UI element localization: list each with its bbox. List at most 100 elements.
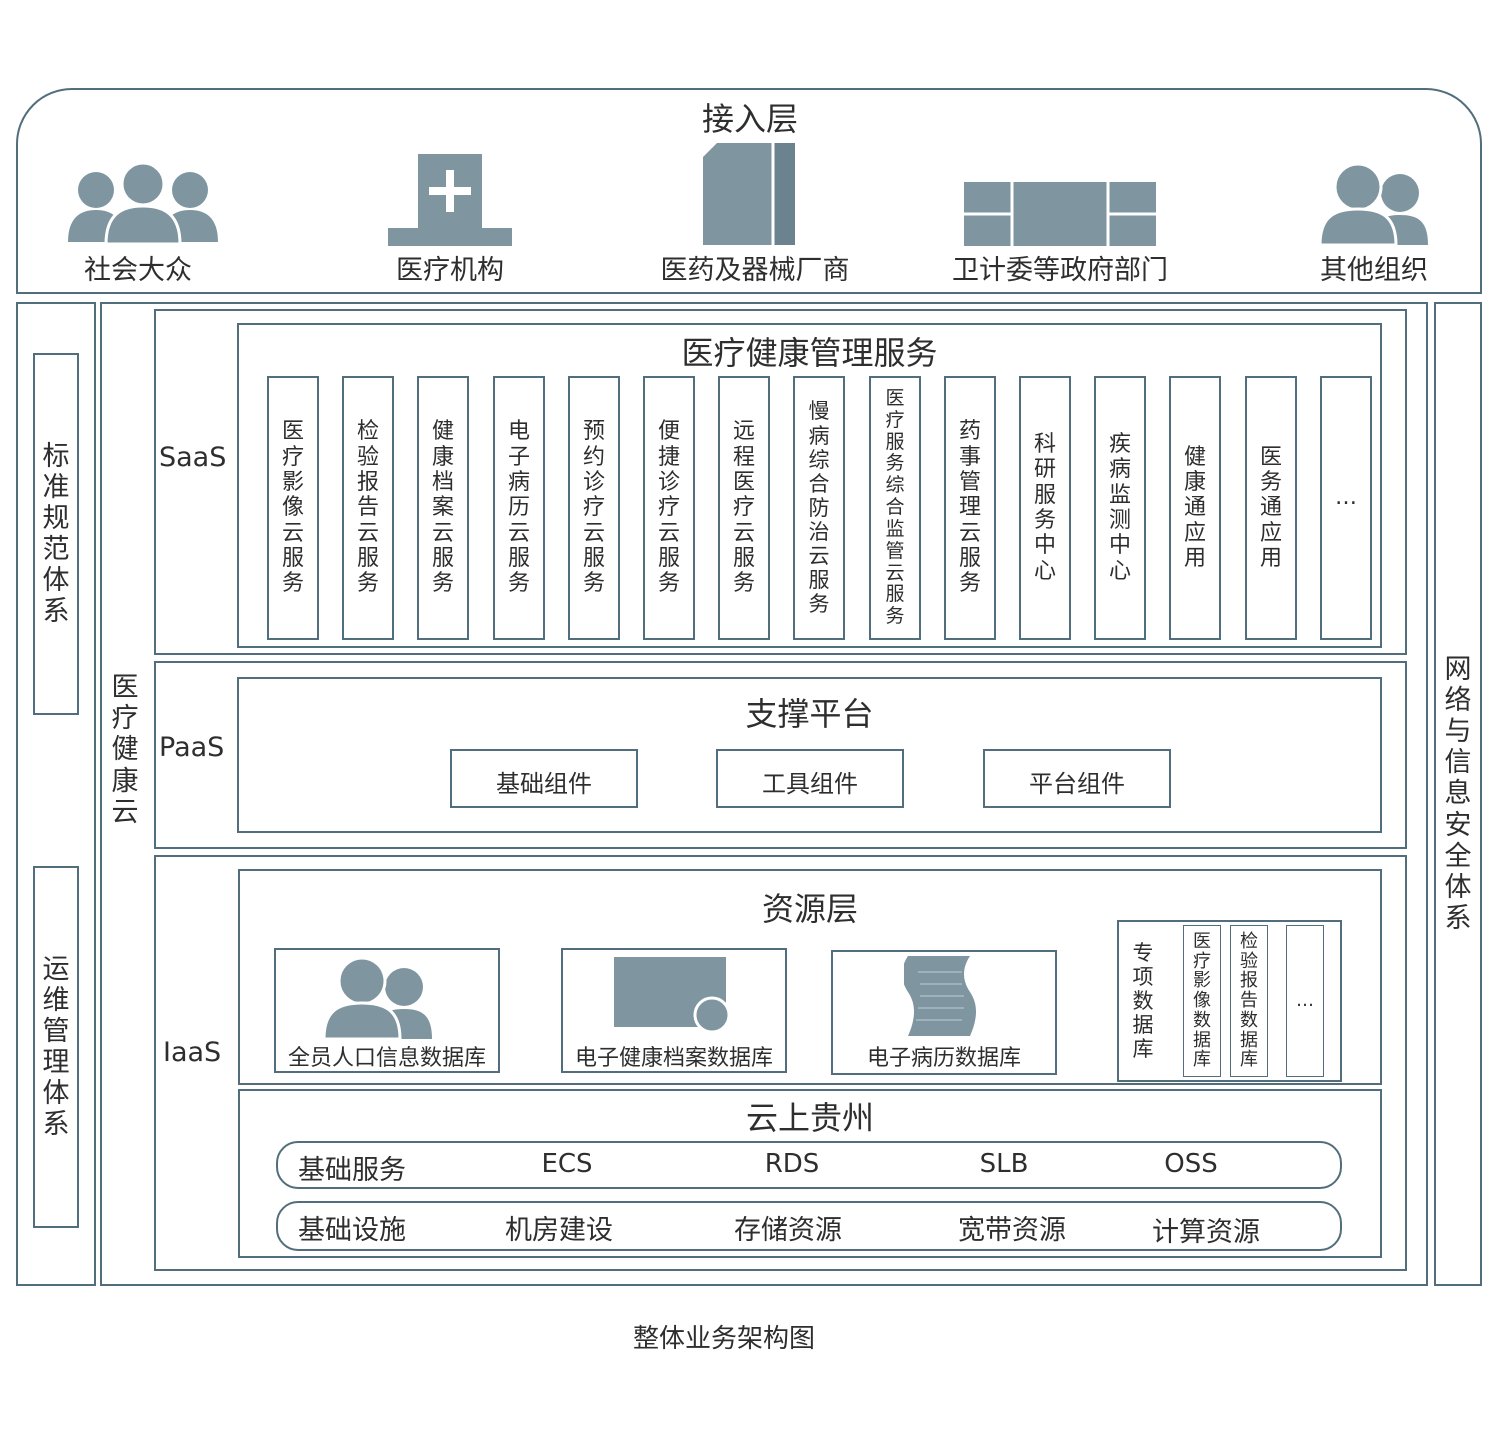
record-card-icon xyxy=(614,957,731,1033)
saas-service-label: 科研服务中心 xyxy=(1033,432,1056,584)
saas-service-label: 疾病监测中心 xyxy=(1108,432,1131,584)
paas-component-platform-label: 平台组件 xyxy=(1029,770,1125,798)
saas-service-box xyxy=(493,376,545,640)
standards-system-box xyxy=(33,353,79,715)
saas-service-box xyxy=(944,376,996,640)
document-scroll-icon xyxy=(904,956,976,1036)
saas-service-box xyxy=(1245,376,1297,640)
iaas-panel xyxy=(154,855,1407,1271)
saas-service-box xyxy=(643,376,695,640)
saas-service-label: 电子病历云服务 xyxy=(507,419,530,597)
saas-title: 医疗健康管理服务 xyxy=(681,334,938,372)
special-database-panel xyxy=(1117,920,1342,1082)
government-building-icon xyxy=(964,182,1156,246)
paas-tier-label: PaaS xyxy=(159,732,225,763)
population-database-box xyxy=(274,948,500,1073)
saas-service-label: 药事管理云服务 xyxy=(958,419,981,597)
saas-service-label: 医疗服务综合监管云服务 xyxy=(885,386,905,628)
access-item-pharma-manufacturers: 医药及器械厂商 xyxy=(660,255,850,286)
saas-service-box xyxy=(718,376,770,640)
saas-tier-label: SaaS xyxy=(159,442,227,473)
saas-service-box xyxy=(342,376,394,640)
special-database-item-label: 检验报告数据库 xyxy=(1240,930,1258,1071)
people-group-icon xyxy=(68,162,218,244)
operations-system-label: 运维管理体系 xyxy=(42,953,70,1141)
special-database-item-label: 医疗影像数据库 xyxy=(1193,930,1211,1071)
health-cloud-label: 医疗健康云 xyxy=(111,672,139,828)
medical-record-database-box xyxy=(831,950,1057,1075)
saas-service-box xyxy=(793,376,845,640)
saas-services-panel xyxy=(237,323,1382,648)
saas-service-box xyxy=(1320,376,1372,640)
infrastructure-compute: 计算资源 xyxy=(1152,1217,1260,1248)
paas-support-panel xyxy=(237,677,1382,833)
access-item-public: 社会大众 xyxy=(84,255,192,286)
special-database-item-box xyxy=(1286,925,1324,1077)
basic-service-ecs: ECS xyxy=(541,1149,593,1179)
infrastructure-bandwidth: 宽带资源 xyxy=(958,1215,1066,1246)
saas-service-label: 医务通应用 xyxy=(1259,444,1282,571)
special-database-item-box xyxy=(1183,925,1221,1077)
paas-title: 支撑平台 xyxy=(745,695,874,733)
saas-service-label: 健康档案云服务 xyxy=(431,419,454,597)
cloud-guizhou-title: 云上贵州 xyxy=(745,1099,874,1137)
resource-layer-panel xyxy=(238,869,1382,1085)
health-cloud-panel xyxy=(100,302,1428,1286)
infrastructure-storage: 存储资源 xyxy=(734,1215,842,1246)
saas-service-label: 检验报告云服务 xyxy=(356,419,379,597)
hospital-icon xyxy=(388,154,512,246)
population-database-label: 全员人口信息数据库 xyxy=(287,1046,486,1071)
factory-building-icon xyxy=(703,143,795,245)
basic-services-row xyxy=(276,1141,1342,1189)
right-pillar-panel xyxy=(1434,302,1482,1286)
basic-services-label: 基础服务 xyxy=(298,1155,406,1186)
left-pillar-panel xyxy=(16,302,96,1286)
access-item-government: 卫计委等政府部门 xyxy=(952,255,1168,286)
saas-service-label: 远程医疗云服务 xyxy=(732,419,755,597)
health-record-database-label: 电子健康档案数据库 xyxy=(574,1046,773,1071)
saas-service-box xyxy=(568,376,620,640)
saas-service-label: 医疗影像云服务 xyxy=(281,419,304,597)
saas-service-label: … xyxy=(1335,485,1357,511)
saas-service-box xyxy=(1019,376,1071,640)
saas-service-box xyxy=(1094,376,1146,640)
paas-panel xyxy=(154,661,1407,849)
basic-service-oss: OSS xyxy=(1164,1149,1218,1179)
cloud-guizhou-panel xyxy=(238,1089,1382,1258)
iaas-tier-label: IaaS xyxy=(163,1037,222,1068)
special-database-item-label: … xyxy=(1296,990,1314,1012)
infrastructure-label: 基础设施 xyxy=(298,1215,406,1246)
figure-caption: 整体业务架构图 xyxy=(632,1324,815,1354)
standards-system-label: 标准规范体系 xyxy=(42,440,70,628)
saas-service-box xyxy=(267,376,319,640)
saas-service-label: 预约诊疗云服务 xyxy=(582,419,605,597)
paas-component-tools-label: 工具组件 xyxy=(762,770,858,798)
basic-service-slb: SLB xyxy=(979,1149,1029,1179)
saas-service-box xyxy=(417,376,469,640)
access-item-other-orgs: 其他组织 xyxy=(1320,255,1428,286)
saas-service-box xyxy=(1169,376,1221,640)
paas-component-platform xyxy=(983,749,1171,808)
special-database-label: 专项数据库 xyxy=(1132,940,1154,1062)
saas-service-box xyxy=(869,376,921,640)
saas-panel xyxy=(154,309,1407,655)
operations-system-box xyxy=(33,866,79,1228)
paas-component-tools xyxy=(716,749,904,808)
infrastructure-row xyxy=(276,1201,1342,1251)
saas-service-label: 健康通应用 xyxy=(1183,444,1206,571)
people-pair-icon xyxy=(324,957,432,1039)
people-pair-icon xyxy=(1320,163,1428,245)
saas-service-label: 便捷诊疗云服务 xyxy=(657,419,680,597)
basic-service-rds: RDS xyxy=(764,1149,820,1179)
paas-component-basic xyxy=(450,749,638,808)
infrastructure-datacenter: 机房建设 xyxy=(505,1215,613,1246)
security-system-label: 网络与信息安全体系 xyxy=(1444,654,1472,934)
medical-record-database-label: 电子病历数据库 xyxy=(866,1046,1021,1071)
resource-layer-title: 资源层 xyxy=(761,890,858,928)
paas-component-basic-label: 基础组件 xyxy=(496,770,592,798)
saas-service-label: 慢病综合防治云服务 xyxy=(808,399,830,617)
health-record-database-box xyxy=(561,948,787,1073)
access-layer-title: 接入层 xyxy=(701,100,798,138)
access-item-medical-institution: 医疗机构 xyxy=(396,255,504,286)
special-database-item-box xyxy=(1230,925,1268,1077)
